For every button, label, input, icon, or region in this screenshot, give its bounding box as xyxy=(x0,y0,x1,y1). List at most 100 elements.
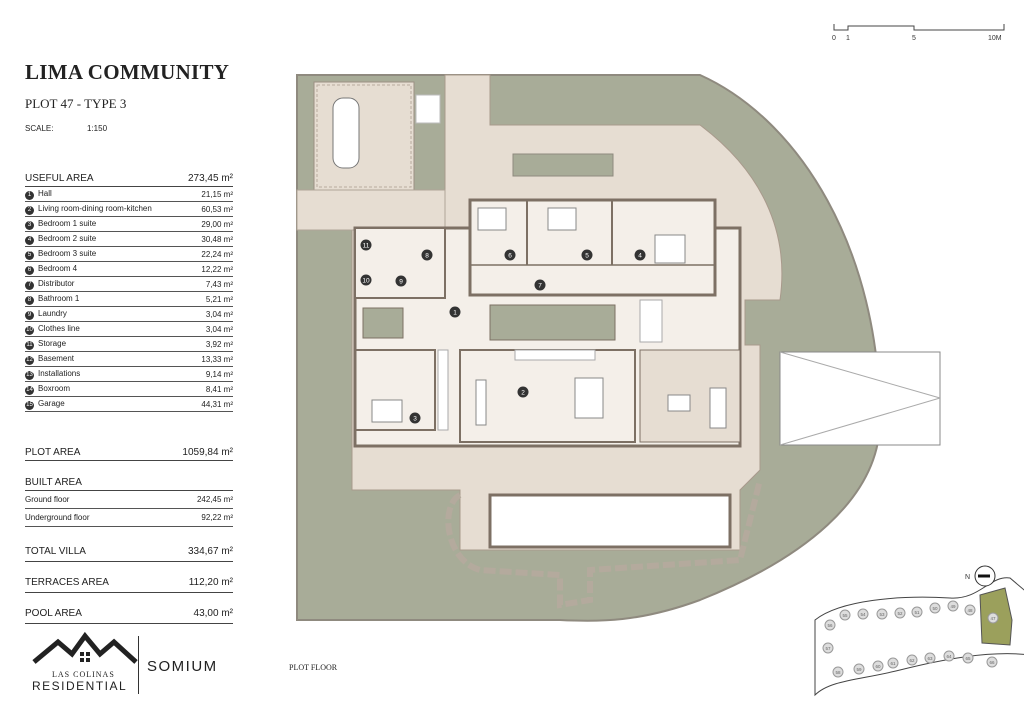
room-name: Garage xyxy=(38,398,65,408)
site-plot-number: 57 xyxy=(825,646,831,651)
built-area-label: BUILT AREA xyxy=(25,476,82,488)
room-row: 15 Garage 44,31 m² xyxy=(25,397,233,412)
scale-tick: 10M xyxy=(988,35,1002,42)
room-area: 30,48 m² xyxy=(201,234,233,244)
site-plot-number: 55 xyxy=(842,613,848,618)
room-marker-number: 6 xyxy=(508,253,512,260)
site-plot-number: 52 xyxy=(897,611,903,616)
site-plot-marker xyxy=(929,602,941,614)
site-plot-marker xyxy=(906,654,918,666)
logo-divider xyxy=(138,636,139,694)
room-area: 3,92 m² xyxy=(205,339,233,349)
room-marker: 11 xyxy=(360,239,372,251)
room-name: Bedroom 4 xyxy=(38,263,78,273)
las-colinas-logo: LAS COLINAS RESIDENTIAL xyxy=(30,630,140,693)
room-marker: 7 xyxy=(534,279,546,291)
scale-label: SCALE: xyxy=(25,124,54,133)
room-marker: 10 xyxy=(360,274,372,286)
room-number-badge: 10 xyxy=(25,325,34,335)
terraces-value: 112,20 m² xyxy=(188,576,233,588)
site-plot-marker xyxy=(986,656,998,668)
site-plot-number: 49 xyxy=(950,604,956,609)
site-plot-number: 63 xyxy=(927,656,933,661)
patio-planter xyxy=(512,153,614,177)
site-plot-number: 60 xyxy=(875,664,881,669)
site-plot-marker xyxy=(943,650,955,662)
site-plot-number: 51 xyxy=(914,610,920,615)
room-name: Storage xyxy=(38,338,67,348)
garage-slab xyxy=(313,81,415,191)
site-plot-marker xyxy=(947,600,959,612)
site-plot-marker xyxy=(822,642,834,654)
room-name: Laundry xyxy=(38,308,67,318)
room-marker-number: 11 xyxy=(363,243,370,250)
terraces-label: TERRACES AREA xyxy=(25,576,109,588)
plan-caption: PLOT FLOOR xyxy=(289,663,338,672)
patio-planter xyxy=(489,304,616,341)
site-plot-number: 56 xyxy=(827,623,833,628)
room-marker: 6 xyxy=(504,249,516,261)
room-name: Basement xyxy=(38,353,75,363)
scale-bar: 0 1 5 10M xyxy=(830,22,1010,49)
site-plot-marker xyxy=(832,666,844,678)
site-plot-marker xyxy=(987,612,999,624)
room-marker: 9 xyxy=(395,275,407,287)
logo-line1: LAS COLINAS xyxy=(52,670,115,679)
room-number-badge: 6 xyxy=(25,265,34,275)
site-plot-marker xyxy=(872,660,884,672)
room-area: 8,41 m² xyxy=(205,384,233,394)
room-number-badge: 7 xyxy=(25,280,34,290)
logo-line2: RESIDENTIAL xyxy=(32,679,128,693)
site-plot-marker xyxy=(857,608,869,620)
room-marker-number: 8 xyxy=(425,253,429,260)
somium-logo: SOMIUM xyxy=(147,658,218,675)
room-row: 4 Bedroom 2 suite 30,48 m² xyxy=(25,232,233,247)
room-marker-number: 7 xyxy=(538,283,542,290)
total-villa-value: 334,67 m² xyxy=(187,545,233,557)
scale-tick: 0 xyxy=(832,35,836,42)
room-number-badge: 1 xyxy=(25,190,34,200)
room-name: Hall xyxy=(38,188,52,198)
room-area: 13,33 m² xyxy=(201,354,233,364)
room-name: Living room-dining room-kitchen xyxy=(38,203,152,213)
site-plot-marker xyxy=(876,608,888,620)
room-name: Bedroom 3 suite xyxy=(38,248,97,258)
site-plot-number: 61 xyxy=(890,661,896,666)
room-number-badge: 4 xyxy=(25,235,34,245)
room-name: Installations xyxy=(38,368,81,378)
room-area: 44,31 m² xyxy=(201,399,233,409)
room-number-badge: 13 xyxy=(25,370,34,380)
room-marker-number: 1 xyxy=(453,310,457,317)
room-area: 60,53 m² xyxy=(201,204,233,214)
room-marker: 8 xyxy=(421,249,433,261)
room-area: 7,43 m² xyxy=(205,279,233,289)
room-number-badge: 11 xyxy=(25,340,34,350)
pool-area-label: POOL AREA xyxy=(25,607,82,619)
site-plot-number: 47 xyxy=(990,616,996,621)
site-plot-number: 54 xyxy=(860,612,866,617)
room-number-badge: 15 xyxy=(25,400,34,410)
ground-floor-value: 242,45 m² xyxy=(196,495,233,504)
useful-area-value: 273,45 m² xyxy=(187,172,233,184)
access-ramp xyxy=(779,351,941,446)
underground-floor-label: Underground floor xyxy=(25,513,90,522)
site-plot-marker xyxy=(853,663,865,675)
site-plot-marker xyxy=(924,652,936,664)
site-plot-marker xyxy=(962,652,974,664)
room-name: Bedroom 2 suite xyxy=(38,233,97,243)
plot-area-label: PLOT AREA xyxy=(25,446,81,458)
room-name: Boxroom xyxy=(38,383,71,393)
pool-area-value: 43,00 m² xyxy=(193,607,233,619)
site-plot-number: 53 xyxy=(879,612,885,617)
scale-value: 1:150 xyxy=(87,124,108,133)
